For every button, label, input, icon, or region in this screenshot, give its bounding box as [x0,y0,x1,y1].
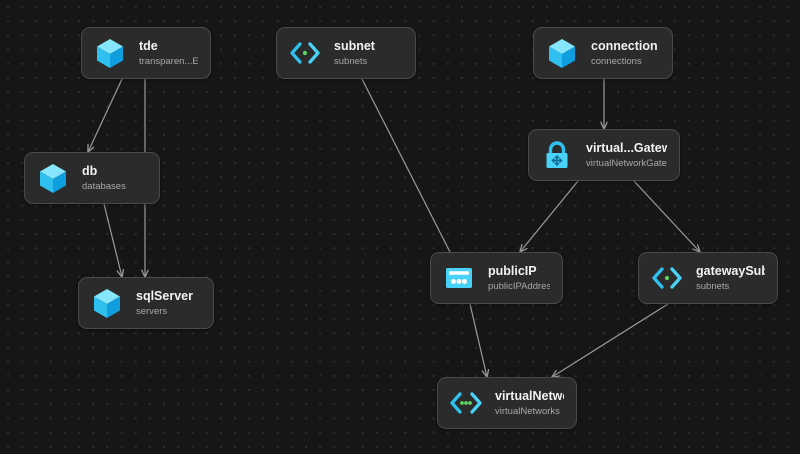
node-label-block: gatewaySubnet subnets [696,264,765,293]
node-label-block: virtualNetwork virtualNetworks [495,389,564,418]
node-subtitle: databases [82,180,126,192]
node-db[interactable]: db databases [24,152,160,204]
edge-tde-to-db [88,78,123,152]
node-subnet[interactable]: subnet subnets [276,27,416,79]
brackets-single-dot-icon [650,261,684,295]
node-title: virtualNetwork [495,388,564,403]
node-title: publicIP [488,263,537,278]
node-title: db [82,163,98,178]
node-title: virtual...Gateway [586,140,667,155]
node-title: tde [139,38,158,53]
brackets-single-dot-icon [288,36,322,70]
node-subtitle: servers [136,305,168,317]
node-title: gatewaySubnet [696,263,765,278]
edge-group [88,78,700,377]
node-title: subnet [334,38,375,53]
node-title: sqlServer [136,288,193,303]
lock-arrows-icon [540,138,574,172]
node-gateway-subnet[interactable]: gatewaySubnet subnets [638,252,778,304]
cube-icon [545,36,579,70]
node-subtitle: connections [591,55,642,67]
edge-gatewaySubnet-to-virtualNetwork [552,303,669,377]
node-label-block: tde transparen...Encryption [139,39,198,68]
edge-publicIP-to-virtualNetwork [469,303,487,377]
node-subtitle: subnets [696,280,730,292]
node-label-block: subnet subnets [334,39,375,68]
node-sql-server[interactable]: sqlServer servers [78,277,214,329]
edge-db-to-sqlServer [103,203,122,277]
node-subtitle: subnets [334,55,368,67]
node-label-block: db databases [82,164,126,193]
node-virtual-network[interactable]: virtualNetwork virtualNetworks [437,377,577,429]
node-subtitle: virtualNetworks [495,405,560,417]
node-tde[interactable]: tde transparen...Encryption [81,27,211,79]
cube-icon [90,286,124,320]
edge-subnet-to-publicIP [361,78,451,253]
node-virtual-network-gateway[interactable]: virtual...Gateway virtualNetworkGateways [528,129,680,181]
node-label-block: publicIP publicIPAddresses [488,264,550,293]
cube-icon [36,161,70,195]
public-ip-icon [442,261,476,295]
edge-virtualNetworkGateway-to-gatewaySubnet [633,180,700,252]
node-subtitle: publicIPAddresses [488,280,550,292]
node-title: connection [591,38,658,53]
node-label-block: virtual...Gateway virtualNetworkGateways [586,141,667,170]
node-connection[interactable]: connection connections [533,27,673,79]
node-subtitle: virtualNetworkGateways [586,157,667,169]
node-label-block: sqlServer servers [136,289,193,318]
node-label-block: connection connections [591,39,658,68]
edge-virtualNetworkGateway-to-publicIP [520,180,579,252]
node-subtitle: transparen...Encryption [139,55,198,67]
cube-icon [93,36,127,70]
node-public-ip[interactable]: publicIP publicIPAddresses [430,252,563,304]
brackets-triple-dot-icon [449,386,483,420]
